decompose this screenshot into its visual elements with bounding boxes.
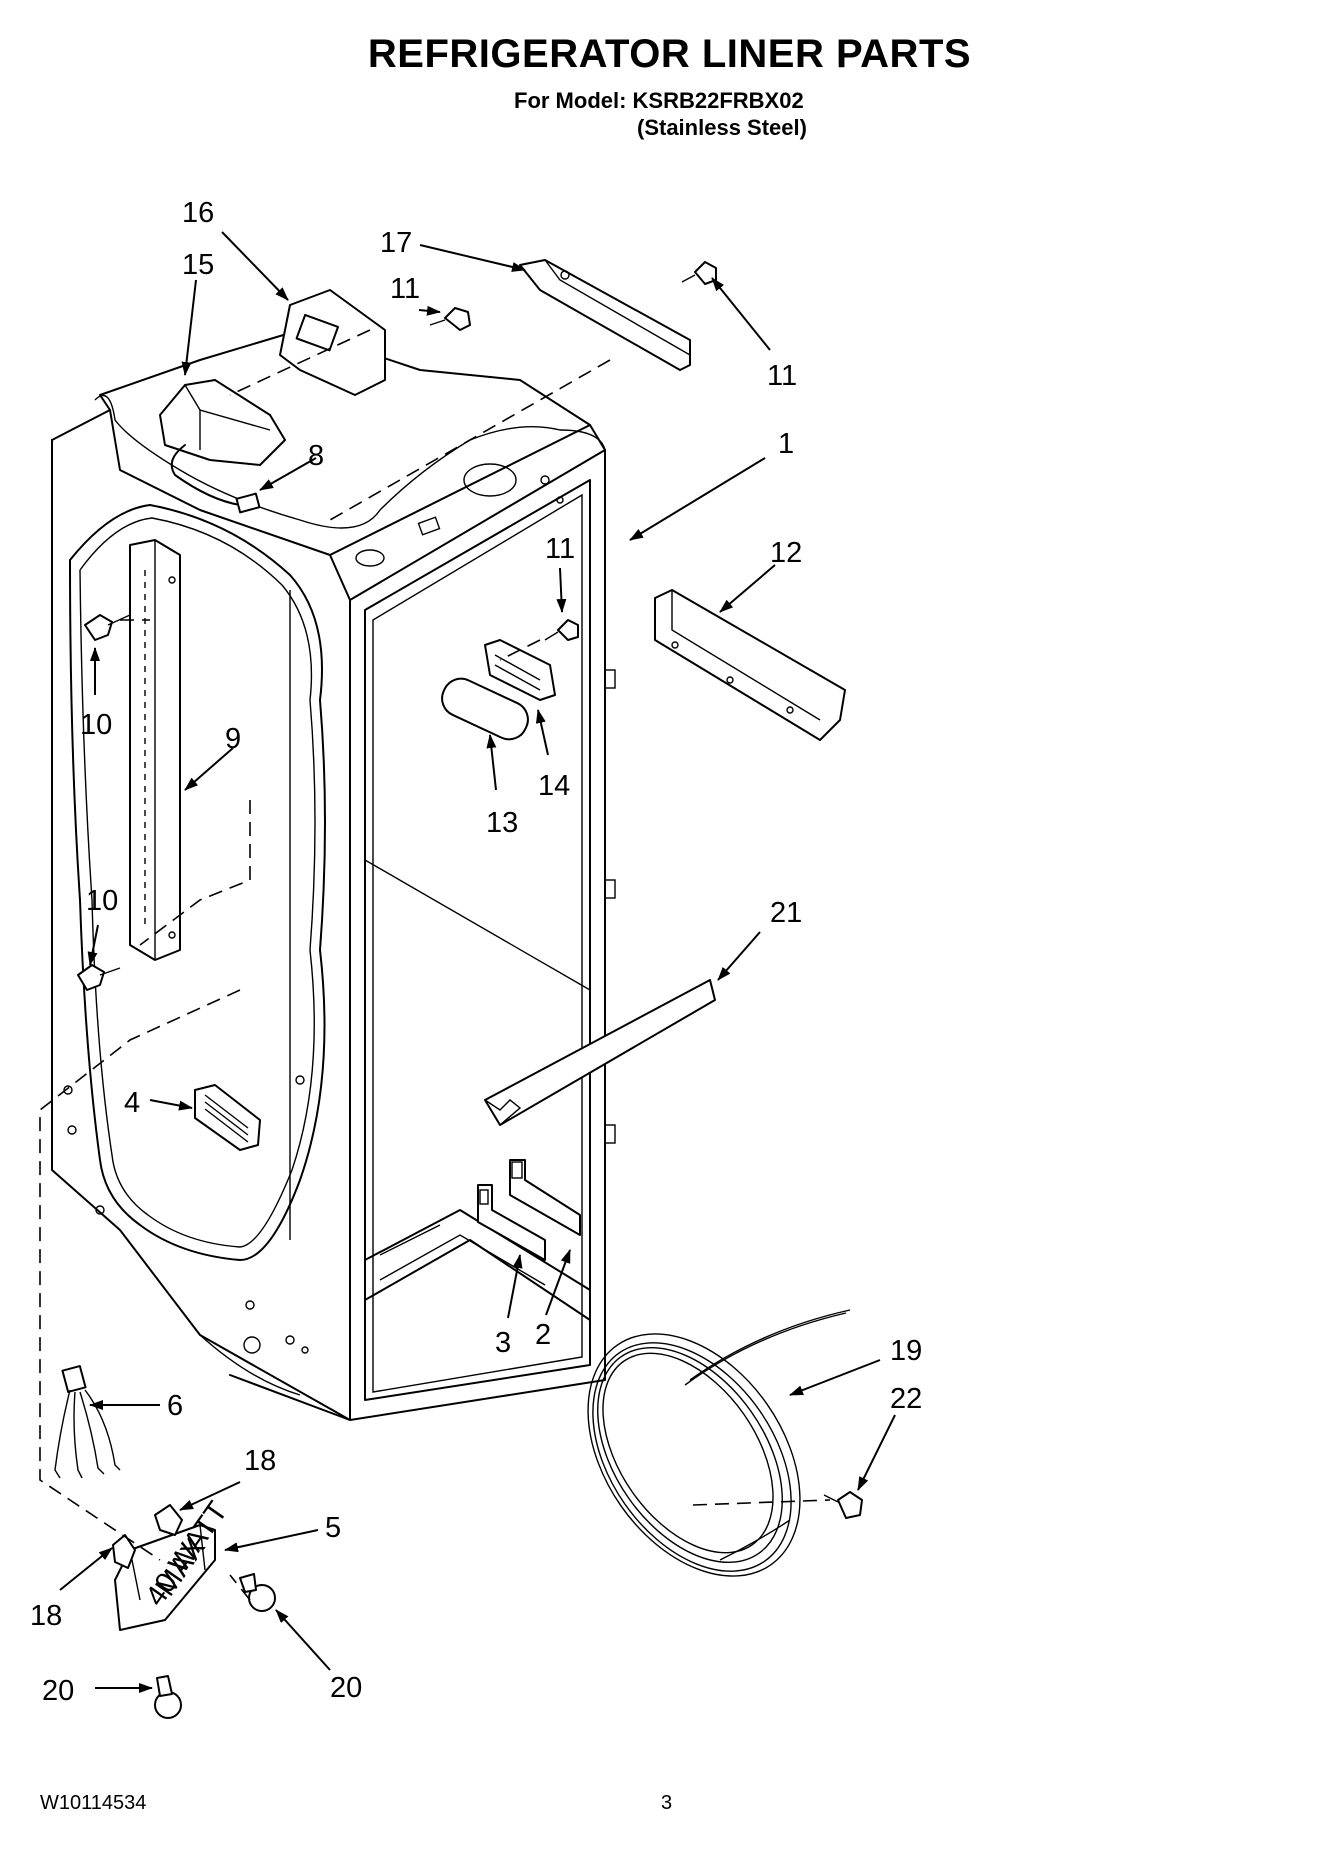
callout-4: 4 — [124, 1087, 140, 1119]
clip-part-18-lower — [112, 1534, 136, 1569]
bulb-part-20-right — [239, 1573, 276, 1612]
callout-20-left: 20 — [42, 1675, 74, 1707]
screw-part-22 — [823, 1491, 863, 1519]
shelf-ladder-part-9 — [129, 539, 181, 961]
shelf-support-part-21 — [484, 979, 716, 1126]
assembly-dashed-lines — [39, 329, 831, 1601]
callout-18-upper: 18 — [244, 1445, 276, 1477]
callout-3: 3 — [495, 1327, 511, 1359]
document-number: W10114534 — [40, 1792, 147, 1814]
callout-15: 15 — [182, 249, 214, 281]
model-line: For Model: KSRB22FRBX02 — [514, 88, 804, 113]
vent-grille-part-4 — [194, 1084, 261, 1151]
badge-bracket-part-14 — [484, 639, 556, 701]
callout-8: 8 — [308, 440, 324, 472]
screw-part-11-top-left — [429, 307, 471, 331]
callout-14: 14 — [538, 770, 570, 802]
screw-part-10-upper — [84, 614, 131, 641]
callout-leaders — [59, 231, 896, 1693]
callout-16: 16 — [182, 197, 214, 229]
callout-9: 9 — [225, 723, 241, 755]
control-housing-parts — [159, 289, 386, 514]
bulb-part-20-left — [154, 1675, 182, 1719]
callout-2: 2 — [535, 1319, 551, 1351]
callout-20-right: 20 — [330, 1672, 362, 1704]
finish-line: (Stainless Steel) — [637, 115, 807, 140]
callout-13: 13 — [486, 807, 518, 839]
wiring-harness-part-6 — [54, 1365, 121, 1479]
page-number: 3 — [661, 1792, 673, 1814]
callout-21: 21 — [770, 897, 802, 929]
callout-10-upper: 10 — [80, 709, 112, 741]
callout-1: 1 — [778, 428, 794, 460]
callout-5: 5 — [325, 1512, 341, 1544]
page-title: REFRIGERATOR LINER PARTS — [367, 32, 972, 76]
callout-labels: 16 15 11 17 11 8 1 12 11 14 13 9 10 10 2… — [30, 197, 922, 1707]
clip-part-18-upper — [154, 1504, 183, 1536]
coiled-tube-part-19 — [587, 1309, 851, 1577]
bracket-part-12 — [654, 589, 846, 741]
callout-6: 6 — [167, 1390, 183, 1422]
callout-18-lower: 18 — [30, 1600, 62, 1632]
callout-11-top-left: 11 — [390, 273, 420, 305]
callout-11-mid: 11 — [545, 533, 575, 565]
top-rail-part-17 — [519, 259, 691, 371]
callout-11-top-right: 11 — [767, 360, 797, 392]
bracket-part-3 — [477, 1184, 546, 1261]
callout-17: 17 — [380, 227, 412, 259]
callout-12: 12 — [770, 537, 802, 569]
screw-part-11-top-right — [681, 261, 717, 285]
callout-19: 19 — [890, 1335, 922, 1367]
bracket-part-2 — [509, 1159, 581, 1236]
badge-part-13 — [441, 677, 529, 741]
screw-part-11-mid — [544, 619, 579, 641]
callout-22: 22 — [890, 1383, 922, 1415]
callout-10-lower: 10 — [86, 885, 118, 917]
screw-part-10-lower — [77, 964, 121, 991]
